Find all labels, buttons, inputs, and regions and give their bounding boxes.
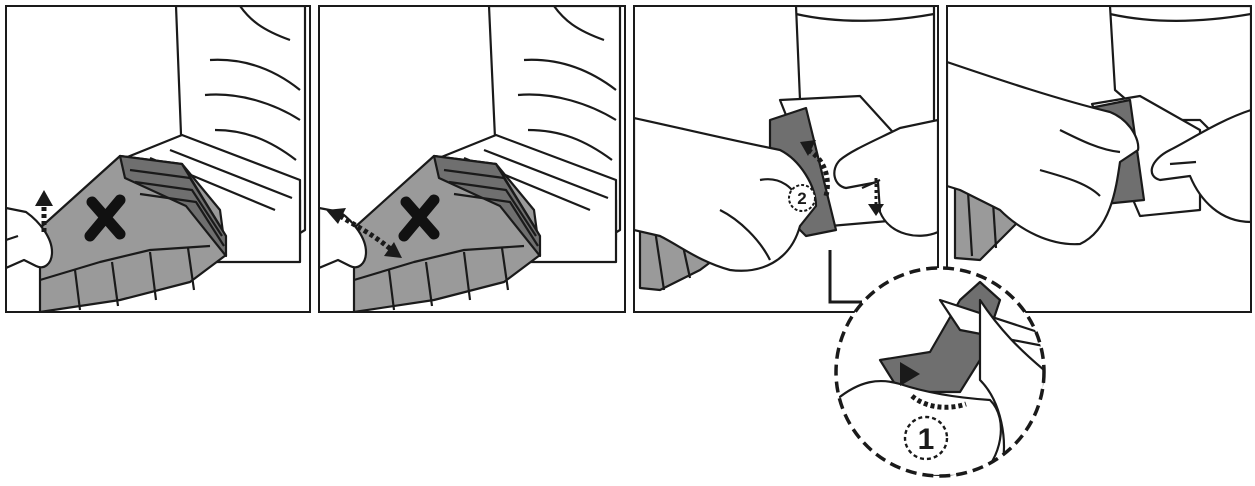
step-1-label: 1 (918, 423, 935, 456)
panel-4 (947, 6, 1251, 312)
panel-2 (319, 6, 625, 312)
step-2-marker: 2 (789, 185, 815, 211)
panel-3: 2 (634, 6, 938, 312)
step-1-marker: 1 (905, 417, 947, 459)
step-2-label: 2 (797, 189, 806, 208)
panel-1 (6, 6, 310, 312)
